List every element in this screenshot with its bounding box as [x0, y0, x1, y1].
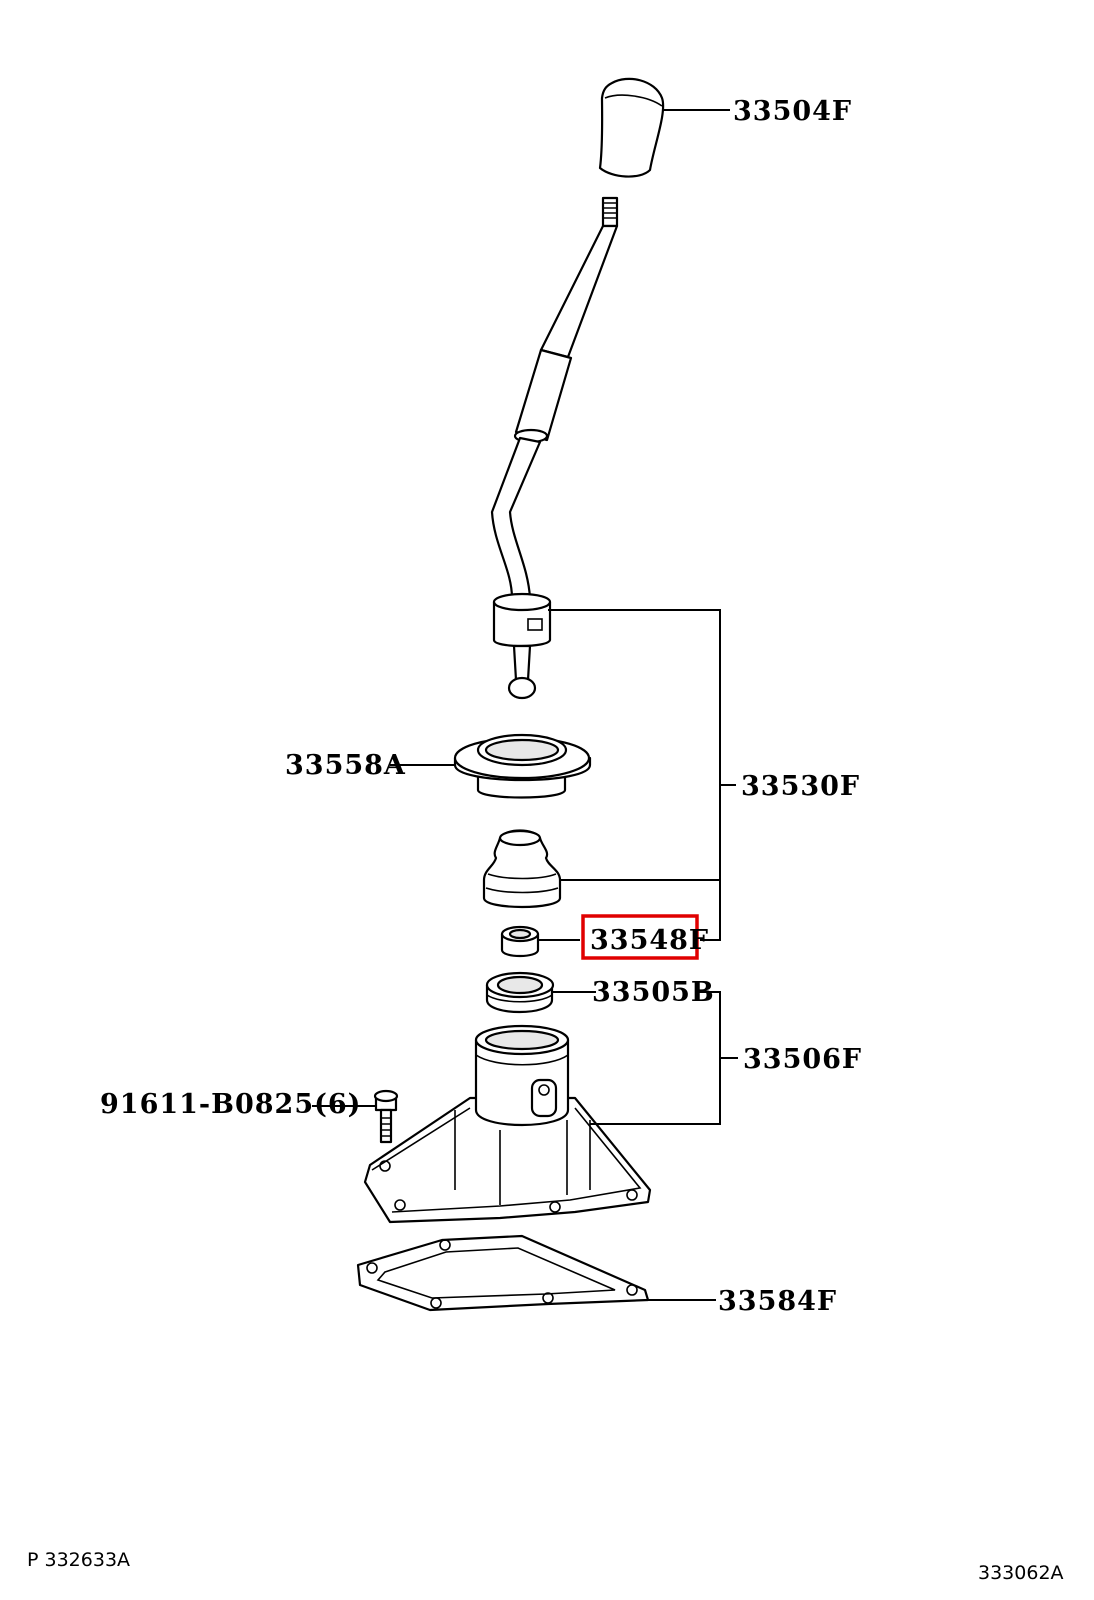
- shift-knob[interactable]: [598, 77, 665, 178]
- part-label-lever-assy[interactable]: 33530F: [741, 771, 860, 802]
- shift-housing[interactable]: [363, 1024, 652, 1224]
- bushing[interactable]: [500, 925, 540, 958]
- part-label-gasket[interactable]: 33584F: [718, 1286, 837, 1317]
- retainer-ring[interactable]: [453, 733, 592, 799]
- part-label-boot[interactable]: 33548F: [590, 925, 709, 956]
- footer-left-code: P 332633A: [27, 1549, 130, 1571]
- part-label-bolt[interactable]: 91611-B0825(6): [100, 1089, 361, 1120]
- leader-lines: [312, 109, 738, 1301]
- part-label-knob[interactable]: 33504F: [733, 96, 852, 127]
- bolt[interactable]: [373, 1089, 399, 1144]
- footer-right-code: 333062A: [978, 1562, 1064, 1584]
- lever-boot[interactable]: [482, 829, 562, 909]
- shift-lever[interactable]: [490, 196, 619, 700]
- part-label-retainer[interactable]: 33558A: [285, 750, 406, 781]
- part-label-housing-assy[interactable]: 33506F: [743, 1044, 862, 1075]
- gasket[interactable]: [356, 1234, 650, 1312]
- seat-ring[interactable]: [485, 971, 555, 1014]
- part-label-seat[interactable]: 33505B: [592, 977, 715, 1008]
- highlight-box: [581, 914, 699, 960]
